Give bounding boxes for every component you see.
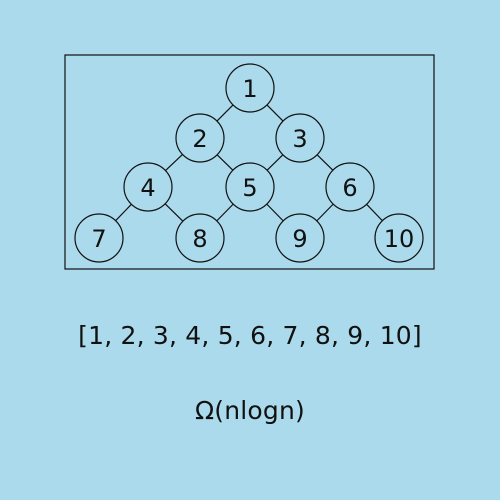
node-label: 3 — [292, 125, 307, 153]
node-circle — [275, 213, 325, 263]
edge-2-5 — [216, 154, 234, 171]
edge-1-2 — [216, 104, 234, 122]
nodes-layer: 1 2 3 4 5 6 7 8 9 10 — [74, 63, 424, 263]
edges-layer — [115, 104, 383, 222]
complexity-caption: Ω(nlogn) — [194, 396, 305, 425]
node-circle — [175, 213, 225, 263]
tree-node-4: 4 — [123, 162, 173, 212]
node-circle — [325, 162, 375, 212]
diagram-frame — [64, 54, 435, 270]
tree-node-10: 10 — [374, 213, 424, 263]
edge-5-9 — [266, 203, 284, 222]
node-circle — [225, 63, 275, 113]
edge-5-8 — [216, 203, 234, 222]
edge-4-8 — [164, 203, 184, 222]
node-label: 8 — [192, 225, 207, 253]
node-circle — [275, 113, 325, 163]
tree-node-8: 8 — [175, 213, 225, 263]
node-label: 7 — [91, 225, 106, 253]
node-label: 4 — [140, 174, 155, 202]
edge-3-5 — [266, 154, 284, 171]
edge-3-6 — [316, 154, 334, 171]
node-circle — [123, 162, 173, 212]
node-label: 6 — [342, 174, 357, 202]
tree-node-5: 5 — [225, 162, 275, 212]
edge-1-3 — [266, 104, 284, 122]
edge-6-10 — [366, 203, 383, 222]
tree-node-7: 7 — [74, 213, 124, 263]
edge-2-4 — [165, 154, 183, 171]
edge-4-7 — [115, 203, 132, 222]
node-label: 5 — [242, 174, 257, 202]
node-circle — [74, 213, 124, 263]
array-caption: [1, 2, 3, 4, 5, 6, 7, 8, 9, 10] — [78, 321, 422, 350]
tree-node-2: 2 — [175, 113, 225, 163]
edge-6-9 — [316, 203, 334, 222]
node-circle — [374, 213, 424, 263]
node-label: 1 — [242, 75, 257, 103]
tree-node-1: 1 — [225, 63, 275, 113]
tree-node-6: 6 — [325, 162, 375, 212]
tree-node-9: 9 — [275, 213, 325, 263]
node-label: 9 — [292, 225, 307, 253]
node-label: 2 — [192, 125, 207, 153]
tree-node-3: 3 — [275, 113, 325, 163]
node-circle — [175, 113, 225, 163]
node-circle — [225, 162, 275, 212]
node-label: 10 — [384, 225, 415, 253]
